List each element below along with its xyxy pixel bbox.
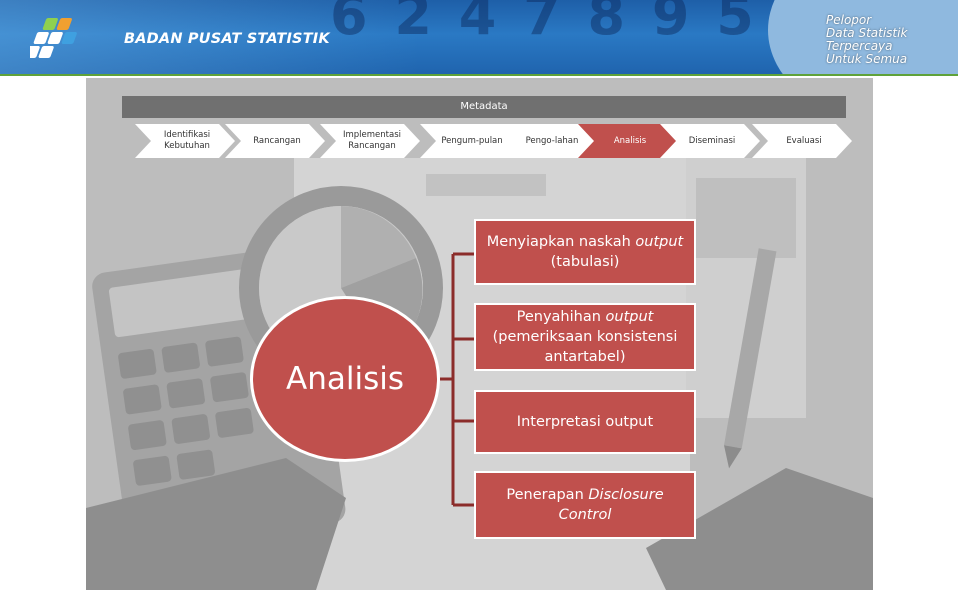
tagline-line: Terpercaya: [826, 39, 893, 53]
bps-logo-icon: [30, 18, 77, 58]
analisis-node: Analisis: [250, 296, 440, 462]
activity-text: Penyahihan output (pemeriksaan konsisten…: [484, 307, 686, 367]
activity-box-4: Penerapan Disclosure Control: [474, 471, 696, 539]
header-tagline-circle: [768, 0, 958, 76]
activity-text: Menyiapkan naskah output (tabulasi): [484, 232, 686, 272]
activity-text-start: Penyahihan: [516, 309, 606, 325]
activity-text-italic: output: [635, 234, 684, 250]
process-step-pengolahan: Pengo-lahan: [500, 124, 600, 158]
process-step-evaluasi: Evaluasi: [752, 124, 852, 158]
metadata-bar: Metadata: [122, 96, 846, 118]
process-step-diseminasi: Diseminasi: [660, 124, 760, 158]
tagline: Pelopor Data Statistik Terpercaya Untuk …: [826, 14, 956, 66]
activity-box-1: Menyiapkan naskah output (tabulasi): [474, 219, 696, 285]
activity-text-italic: Disclosure Control: [558, 487, 664, 523]
header-banner: 6 2 4 7 8 9 5 3 2 1 9 3 5 8 6 7 BADAN PU…: [0, 0, 958, 76]
activity-box-3: Interpretasi output: [474, 390, 696, 454]
process-step-pengumpulan: Pengum-pulan: [420, 124, 520, 158]
process-step-rancangan: Rancangan: [225, 124, 325, 158]
activity-text-start: Menyiapkan naskah: [486, 234, 636, 250]
activity-text-end: (pemeriksaan konsistensi antartabel): [492, 329, 678, 365]
tagline-line: Untuk Semua: [826, 52, 908, 66]
tagline-line: Data Statistik: [826, 26, 908, 40]
process-step-identifikasi-kebutuhan: Identifikasi Kebutuhan: [135, 124, 235, 158]
process-step-implementasi-rancangan: Implementasi Rancangan: [320, 124, 420, 158]
org-name: BADAN PUSAT STATISTIK: [124, 31, 330, 47]
activity-box-2: Penyahihan output (pemeriksaan konsisten…: [474, 303, 696, 371]
process-step-analisis: Analisis: [578, 124, 678, 158]
activity-text: Interpretasi output: [517, 412, 653, 432]
activity-text-start: Interpretasi output: [516, 414, 654, 430]
activity-text-end: (tabulasi): [550, 254, 620, 270]
header-accent-line: [0, 74, 958, 76]
header-digit-pattern: 6 2 4 7 8 9 5 3 2 1 9 3 5 8 6 7: [330, 0, 958, 47]
activity-text: Penerapan Disclosure Control: [484, 485, 686, 525]
tagline-line: Pelopor: [826, 13, 872, 27]
activity-text-italic: output: [605, 309, 654, 325]
activity-text-start: Penerapan: [506, 487, 589, 503]
